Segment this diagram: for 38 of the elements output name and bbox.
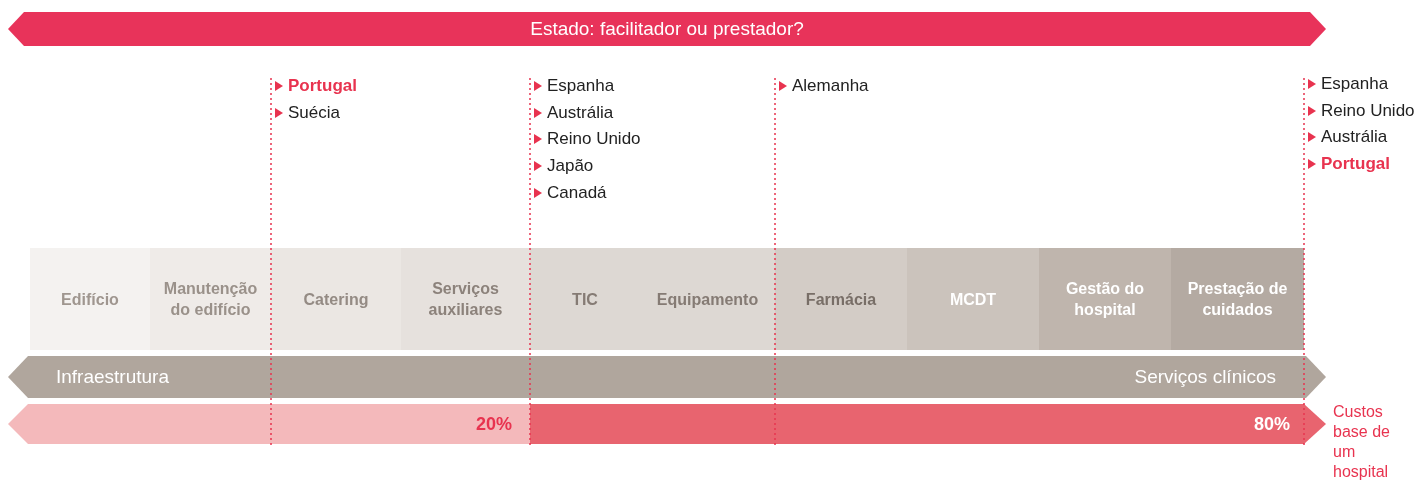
side-note: Custos base de um hospital <box>1333 402 1391 482</box>
segment-label: Farmácia <box>805 289 877 310</box>
segment-box <box>907 248 1039 350</box>
country-name: Suécia <box>288 102 340 123</box>
country-name: Alemanha <box>792 76 869 96</box>
segment-box <box>150 248 271 350</box>
segment-box <box>401 248 530 350</box>
segment-box <box>1039 248 1171 350</box>
segment-box <box>530 248 640 350</box>
segment-label: Edifício <box>61 289 119 310</box>
segment-label: Gestão do hospital <box>1064 279 1146 320</box>
country-name: Austrália <box>547 102 614 123</box>
segment-label: Serviços auxiliares <box>427 279 504 320</box>
segment-label: Catering <box>303 289 369 310</box>
country-name: Canadá <box>547 182 607 203</box>
segment-label: TIC <box>572 289 598 310</box>
percentage-arrow <box>8 404 1326 444</box>
country-name: Reino Unido <box>1321 100 1415 121</box>
country-name: Japão <box>547 156 594 177</box>
country-name: Austrália <box>1321 127 1388 148</box>
segment-label: Equipamento <box>656 289 759 310</box>
country-name: Portugal <box>288 76 357 96</box>
band-label: Infraestrutura <box>56 366 169 388</box>
banner-title: Estado: facilitador ou prestador? <box>530 18 804 40</box>
percentage-label: 20% <box>475 414 512 435</box>
segment-label: Manutenção do edifício <box>162 279 259 320</box>
country-name: Portugal <box>1321 154 1390 175</box>
segment-box <box>271 248 401 350</box>
segment-label: MCDT <box>949 289 997 310</box>
segment-box <box>640 248 775 350</box>
segment-box <box>1171 248 1304 350</box>
segment-box <box>775 248 907 350</box>
band-label: Serviços clínicos <box>1134 366 1276 388</box>
percentage-label: 80% <box>1253 414 1290 435</box>
country-name: Reino Unido <box>547 129 641 150</box>
country-name: Espanha <box>1321 74 1389 94</box>
country-name: Espanha <box>547 76 615 96</box>
segment-label: Prestação de cuidados <box>1186 279 1289 320</box>
